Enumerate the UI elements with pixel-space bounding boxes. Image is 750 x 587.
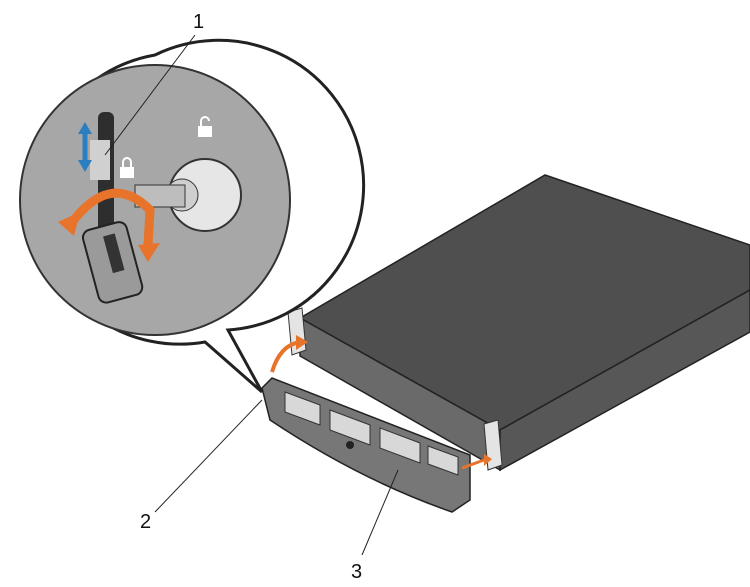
callout-2: 2	[140, 511, 152, 533]
lock-icon	[120, 157, 134, 178]
callout-3: 3	[351, 561, 363, 583]
leader-line-3	[361, 469, 399, 556]
push-arrow-icon	[484, 454, 492, 466]
leader-line-2	[154, 399, 263, 513]
front-bezel	[261, 377, 471, 513]
rotate-arrow-icon	[66, 188, 155, 246]
lock-detail-magnifier	[19, 38, 366, 394]
server-chassis	[287, 174, 750, 472]
leader-line-1	[104, 34, 196, 156]
unlock-icon	[198, 116, 212, 137]
callout-1: 1	[193, 11, 205, 33]
